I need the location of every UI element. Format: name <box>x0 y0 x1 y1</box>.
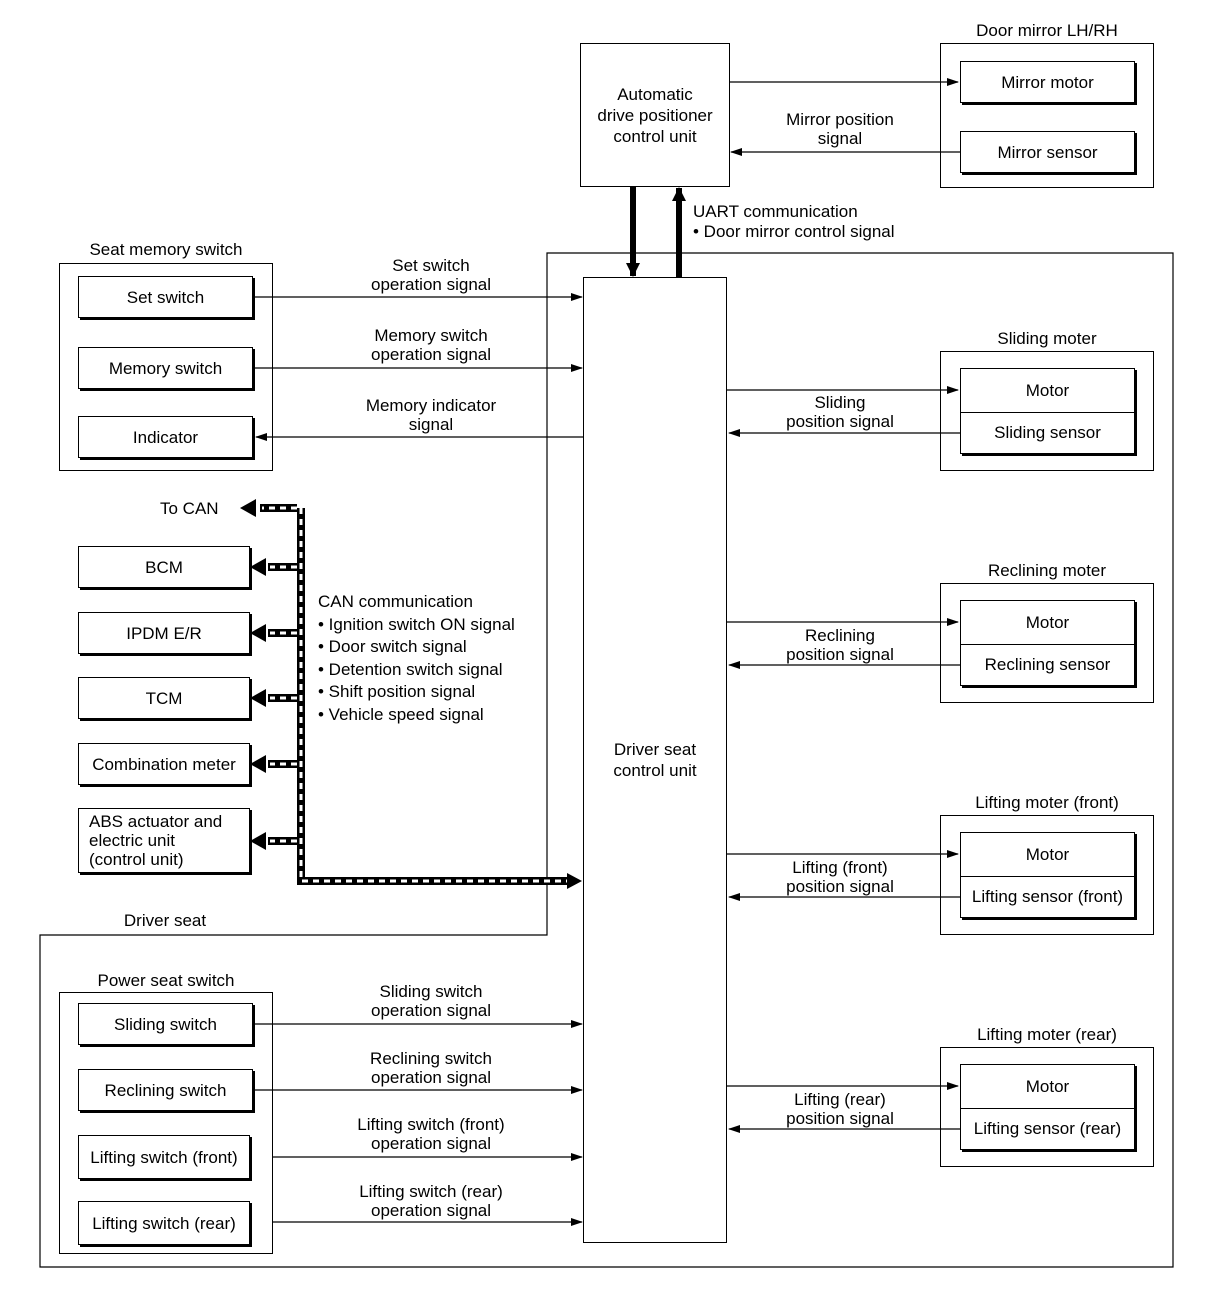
lifting-front-motor-box: Motor Lifting sensor (front) <box>960 832 1135 918</box>
sliding-position-signal: Sliding position signal <box>786 393 894 431</box>
door-mirror-title: Door mirror LH/RH <box>976 21 1118 40</box>
mirror-motor-box: Mirror motor <box>960 61 1135 103</box>
set-switch-label: Set switch <box>126 287 205 307</box>
memory-switch-label: Memory switch <box>108 358 223 378</box>
sliding-motor-frame <box>940 351 1154 471</box>
tcm-box: TCM <box>78 677 250 719</box>
lifting-rear-switch-box: Lifting switch (rear) <box>78 1201 250 1245</box>
driver-seat-frame <box>39 252 1174 1268</box>
lifting-rear-sensor-label: Lifting sensor (rear) <box>973 1119 1122 1138</box>
reclining-motor-label: Motor <box>1025 613 1070 632</box>
lifting-rear-position-signal: Lifting (rear) position signal <box>786 1090 894 1128</box>
reclining-sensor-label: Reclining sensor <box>984 655 1111 674</box>
combination-meter-box: Combination meter <box>78 743 250 785</box>
reclining-motor-frame <box>940 583 1154 703</box>
mirror-sensor-label: Mirror sensor <box>997 142 1098 162</box>
lifting-rear-switch-label: Lifting switch (rear) <box>92 1213 236 1233</box>
adp-control-unit-label: Automatic drive positioner control unit <box>597 84 713 146</box>
ipdm-box: IPDM E/R <box>78 612 250 654</box>
sliding-switch-box: Sliding switch <box>78 1003 253 1045</box>
indicator-label: Indicator <box>132 427 199 447</box>
driver-seat-control-unit: Driver seat control unit <box>583 277 727 1243</box>
seat-memory-switch-frame <box>59 263 273 471</box>
lifting-rear-motor-frame <box>940 1047 1154 1167</box>
driver-seat-label: Driver seat <box>123 911 207 930</box>
memory-indicator-signal: Memory indicator signal <box>365 396 497 434</box>
sliding-motor-title: Sliding moter <box>997 329 1097 348</box>
lifting-front-motor-label: Motor <box>1025 845 1070 864</box>
memory-switch-box: Memory switch <box>78 347 253 389</box>
power-seat-switch-frame <box>59 992 273 1254</box>
lifting-front-sensor-label: Lifting sensor (front) <box>971 887 1124 906</box>
reclining-motor-box: Motor Reclining sensor <box>960 600 1135 686</box>
reclining-switch-signal: Reclining switch operation signal <box>370 1049 492 1087</box>
abs-label: ABS actuator and electric unit (control … <box>89 812 223 869</box>
sliding-sensor-label: Sliding sensor <box>994 423 1101 442</box>
lifting-rear-motor-box: Motor Lifting sensor (rear) <box>960 1064 1135 1150</box>
tcm-label: TCM <box>145 688 183 708</box>
mirror-position-signal: Mirror position signal <box>786 110 894 148</box>
lifting-rear-motor-label: Motor <box>1025 1077 1070 1096</box>
seat-memory-switch-title: Seat memory switch <box>89 240 243 259</box>
set-switch-box: Set switch <box>78 276 253 318</box>
set-switch-signal: Set switch operation signal <box>370 256 492 294</box>
door-mirror-frame <box>940 43 1154 188</box>
abs-box: ABS actuator and electric unit (control … <box>78 808 250 873</box>
reclining-switch-label: Reclining switch <box>104 1080 227 1100</box>
reclining-position-signal: Reclining position signal <box>786 626 894 664</box>
lifting-rear-motor-title: Lifting moter (rear) <box>977 1025 1117 1044</box>
lifting-front-switch-label: Lifting switch (front) <box>90 1147 238 1167</box>
lifting-rear-switch-signal: Lifting switch (rear) operation signal <box>359 1182 503 1220</box>
adp-control-unit: Automatic drive positioner control unit <box>580 43 730 187</box>
lifting-front-switch-box: Lifting switch (front) <box>78 1135 250 1179</box>
ipdm-label: IPDM E/R <box>126 623 202 643</box>
lifting-front-position-signal: Lifting (front) position signal <box>786 858 894 896</box>
uart-communication-label: UART communication • Door mirror control… <box>693 202 895 241</box>
memory-switch-signal: Memory switch operation signal <box>370 326 492 364</box>
sliding-switch-label: Sliding switch <box>114 1014 217 1034</box>
reclining-motor-title: Reclining moter <box>987 561 1107 580</box>
lifting-front-motor-frame <box>940 815 1154 935</box>
can-bus <box>240 499 582 889</box>
indicator-box: Indicator <box>78 416 253 458</box>
driver-seat-control-unit-label: Driver seat control unit <box>613 740 697 780</box>
combination-meter-label: Combination meter <box>92 754 236 774</box>
sliding-motor-box: Motor Sliding sensor <box>960 368 1135 454</box>
lifting-front-switch-signal: Lifting switch (front) operation signal <box>357 1115 505 1153</box>
sliding-motor-label: Motor <box>1025 381 1070 400</box>
bcm-label: BCM <box>145 557 183 577</box>
lifting-front-motor-title: Lifting moter (front) <box>975 793 1119 812</box>
mirror-sensor-box: Mirror sensor <box>960 131 1135 173</box>
reclining-switch-box: Reclining switch <box>78 1069 253 1111</box>
mirror-motor-label: Mirror motor <box>1001 72 1094 92</box>
can-communication-label: CAN communication • Ignition switch ON s… <box>318 592 515 724</box>
sliding-switch-signal: Sliding switch operation signal <box>370 982 492 1020</box>
to-can-label: To CAN <box>160 499 219 518</box>
power-seat-switch-title: Power seat switch <box>97 971 235 990</box>
bcm-box: BCM <box>78 546 250 588</box>
